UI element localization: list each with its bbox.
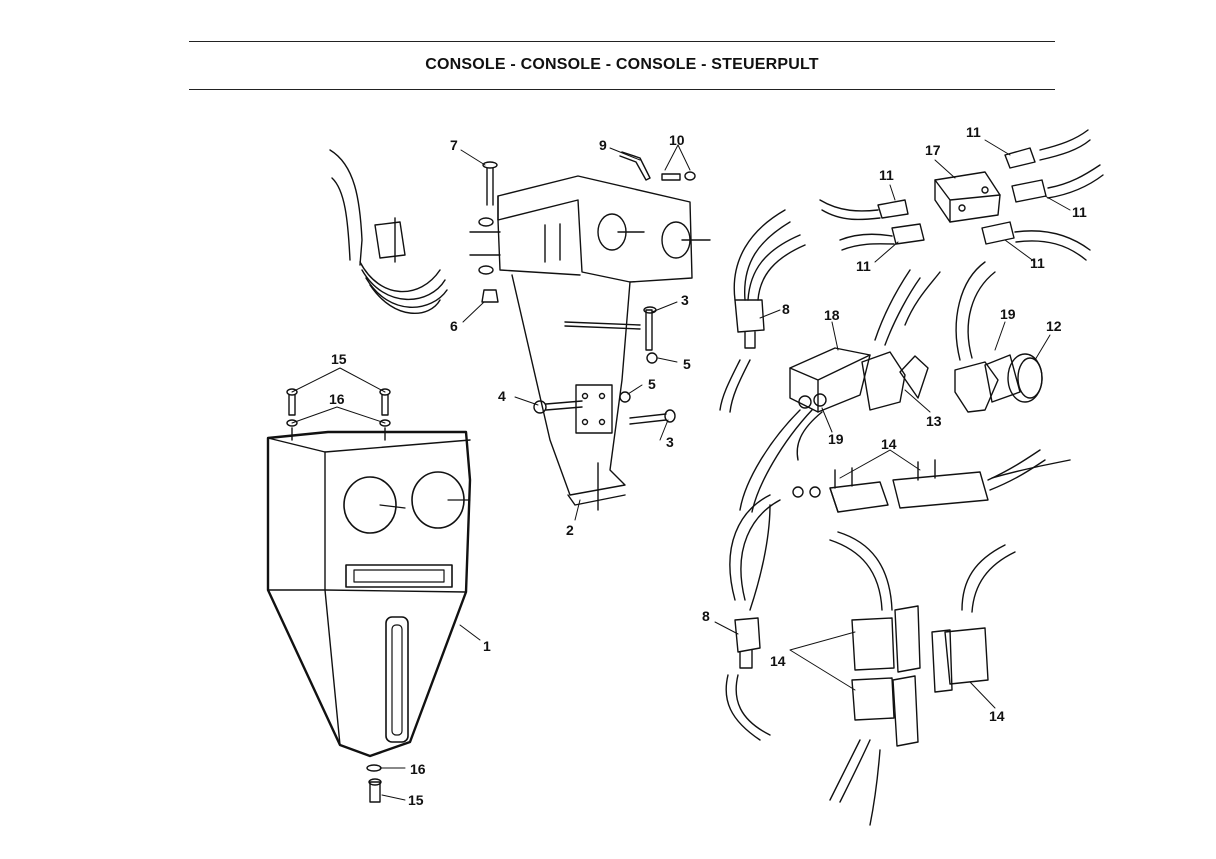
callout-18: 18: [824, 307, 840, 323]
callout-11d: 11: [856, 258, 871, 274]
callout-6: 6: [450, 318, 458, 334]
fitting-block-17: [819, 129, 1104, 261]
page-title: CONSOLE - CONSOLE - CONSOLE - STEUERPULT: [425, 56, 819, 73]
console-cover: [266, 430, 472, 758]
callout-16a: 16: [329, 391, 345, 407]
header-rule-top: [189, 41, 1055, 42]
callout-11e: 11: [1030, 255, 1045, 271]
callout-9: 9: [599, 137, 607, 153]
header-rule-bottom: [189, 89, 1055, 90]
cover-screws-bottom: [366, 764, 382, 803]
hose-fitting-8-lower: [725, 617, 771, 741]
callout-2: 2: [566, 522, 574, 538]
cable-bundle: [329, 149, 448, 315]
bracket-assembly: [497, 175, 711, 511]
callout-16b: 16: [410, 761, 426, 777]
callout-17: 17: [925, 142, 941, 158]
callout-labels: 1 2 3 3 4 5 5 6 7 8 8 9 10 11 11 11 11 1…: [329, 124, 1087, 808]
callout-5a: 5: [683, 356, 691, 372]
callout-3a: 3: [681, 292, 689, 308]
hex-key-9: [619, 151, 696, 181]
callout-12: 12: [1046, 318, 1062, 334]
cover-screws-top: [286, 388, 391, 441]
callout-4: 4: [498, 388, 506, 404]
callout-11a: 11: [966, 124, 981, 140]
callout-15b: 15: [408, 792, 424, 808]
pushbutton-12: [954, 261, 1043, 413]
callout-14b: 14: [770, 653, 786, 669]
callout-11b: 11: [879, 167, 894, 183]
callout-14c: 14: [989, 708, 1005, 724]
callout-7: 7: [450, 137, 458, 153]
callout-5b: 5: [648, 376, 656, 392]
leader-lines: [291, 139, 1071, 801]
callout-8b: 8: [702, 608, 710, 624]
bolts-and-nuts: [533, 306, 676, 425]
bolt-7-stack: [469, 161, 501, 303]
callout-14a: 14: [881, 436, 897, 452]
callout-3b: 3: [666, 434, 674, 450]
selector-switch-13: [739, 269, 941, 513]
callout-8a: 8: [782, 301, 790, 317]
callout-11c: 11: [1072, 204, 1087, 220]
callout-15a: 15: [331, 351, 347, 367]
callout-19b: 19: [828, 431, 844, 447]
hose-fitting-8-upper: [719, 209, 806, 413]
callout-19a: 19: [1000, 306, 1016, 322]
contact-blocks-row: [729, 449, 1071, 611]
callout-13: 13: [926, 413, 942, 429]
callout-10: 10: [669, 132, 685, 148]
callout-1: 1: [483, 638, 491, 654]
contact-blocks-lower: [829, 531, 1016, 826]
